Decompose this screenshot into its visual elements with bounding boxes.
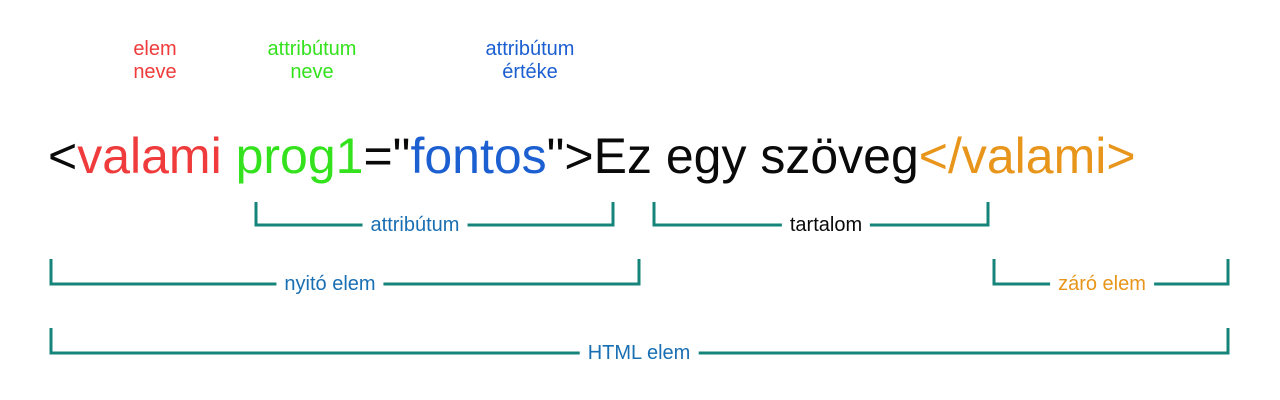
code-closing-tag: </valami>: [918, 128, 1136, 184]
code-content: Ez egy szöveg: [593, 128, 919, 184]
bracket-label-html-element: HTML elem: [579, 341, 699, 365]
code-attribute-value: fontos: [410, 128, 547, 184]
code-quote-close: ">: [546, 128, 594, 184]
bracket-label-closing-tag: záró elem: [1050, 272, 1154, 296]
code-attribute-name: prog1: [235, 128, 364, 184]
code-equals-quote: =": [363, 128, 411, 184]
code-open-bracket: <: [48, 128, 78, 184]
label-element-name: elem neve: [133, 38, 177, 83]
bracket-label-attribute: attribútum: [362, 213, 468, 237]
code-element-name: valami: [77, 128, 222, 184]
code-line: <valami prog1="fontos">Ez egy szöveg</va…: [48, 128, 1136, 184]
label-attribute-name: attribútum neve: [267, 38, 357, 83]
label-attribute-value: attribútum értéke: [485, 38, 575, 83]
bracket-label-opening-tag: nyitó elem: [276, 272, 384, 296]
bracket-label-content: tartalom: [781, 213, 871, 237]
